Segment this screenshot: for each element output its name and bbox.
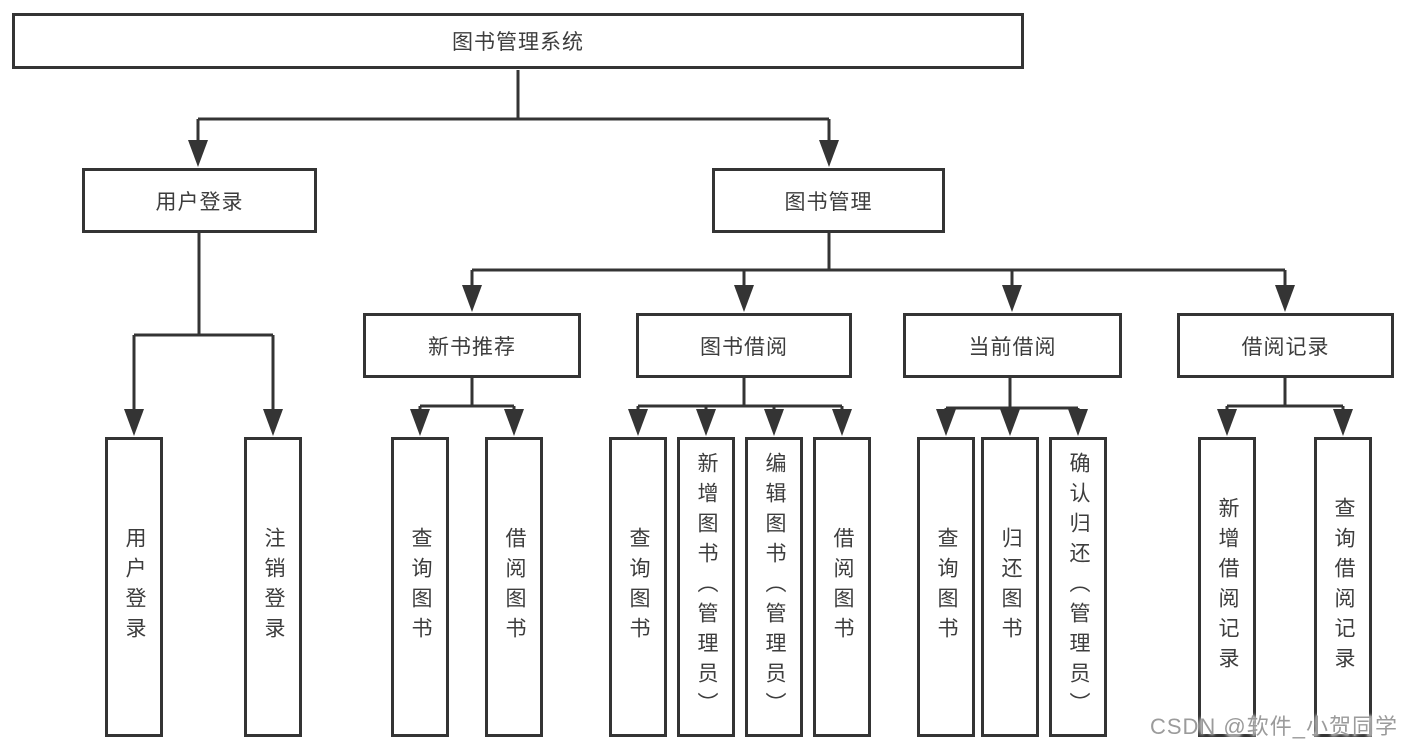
- leaf-borrow-books-recommend: 借阅图书: [485, 437, 543, 737]
- node-current-borrow: 当前借阅: [903, 313, 1122, 378]
- leaf-query-books-current: 查询图书: [917, 437, 975, 737]
- leaf-query-books-recommend: 查询图书: [391, 437, 449, 737]
- node-book-borrow: 图书借阅: [636, 313, 852, 378]
- leaf-query-borrow-record: 查询借阅记录: [1314, 437, 1372, 737]
- leaf-logout: 注销登录: [244, 437, 302, 737]
- arrowheads: [124, 140, 1353, 436]
- node-user-login: 用户登录: [82, 168, 317, 233]
- leaf-user-login: 用户登录: [105, 437, 163, 737]
- leaf-query-books-borrow: 查询图书: [609, 437, 667, 737]
- node-new-book-recommend: 新书推荐: [363, 313, 581, 378]
- leaf-confirm-return-admin: 确认归还（管理员）: [1049, 437, 1107, 737]
- node-root-library-system: 图书管理系统: [12, 13, 1024, 69]
- leaf-return-books: 归还图书: [981, 437, 1039, 737]
- leaf-borrow-books: 借阅图书: [813, 437, 871, 737]
- leaf-edit-books-admin: 编辑图书（管理员）: [745, 437, 803, 737]
- node-borrow-records: 借阅记录: [1177, 313, 1394, 378]
- csdn-watermark: CSDN @软件_小贺同学: [1149, 714, 1398, 739]
- leaf-add-books-admin: 新增图书（管理员）: [677, 437, 735, 737]
- leaf-add-borrow-record: 新增借阅记录: [1198, 437, 1256, 737]
- node-book-management: 图书管理: [712, 168, 945, 233]
